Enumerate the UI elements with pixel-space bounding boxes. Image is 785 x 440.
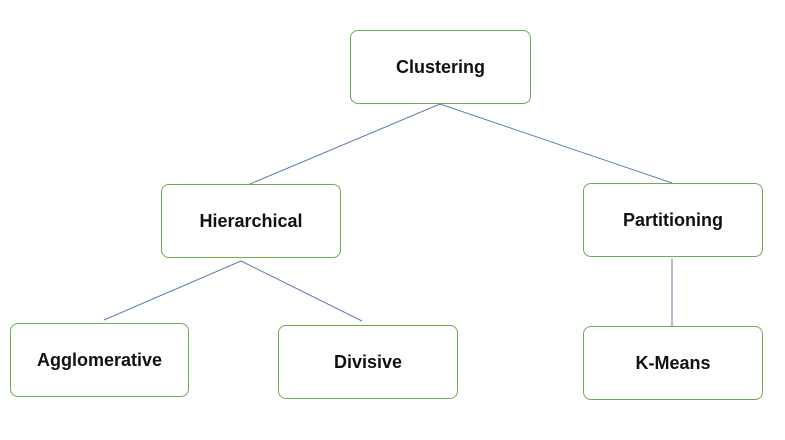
edge-clustering-partitioning <box>439 103 673 184</box>
node-partitioning: Partitioning <box>583 183 763 257</box>
node-kmeans: K-Means <box>583 326 763 400</box>
node-label: Partitioning <box>623 209 723 230</box>
edge-hierarchical-agglomerative <box>103 260 242 321</box>
node-hierarchical: Hierarchical <box>161 184 341 258</box>
edge-clustering-hierarchical <box>249 103 441 185</box>
node-label: K-Means <box>635 352 711 373</box>
edge-hierarchical-divisive <box>240 260 363 322</box>
node-agglomerative: Agglomerative <box>10 323 189 397</box>
node-label: Clustering <box>395 56 485 77</box>
node-label: Hierarchical <box>199 210 303 231</box>
node-clustering: Clustering <box>350 30 531 104</box>
node-divisive: Divisive <box>278 325 458 399</box>
node-label: Agglomerative <box>36 349 163 370</box>
node-label: Divisive <box>333 351 403 372</box>
